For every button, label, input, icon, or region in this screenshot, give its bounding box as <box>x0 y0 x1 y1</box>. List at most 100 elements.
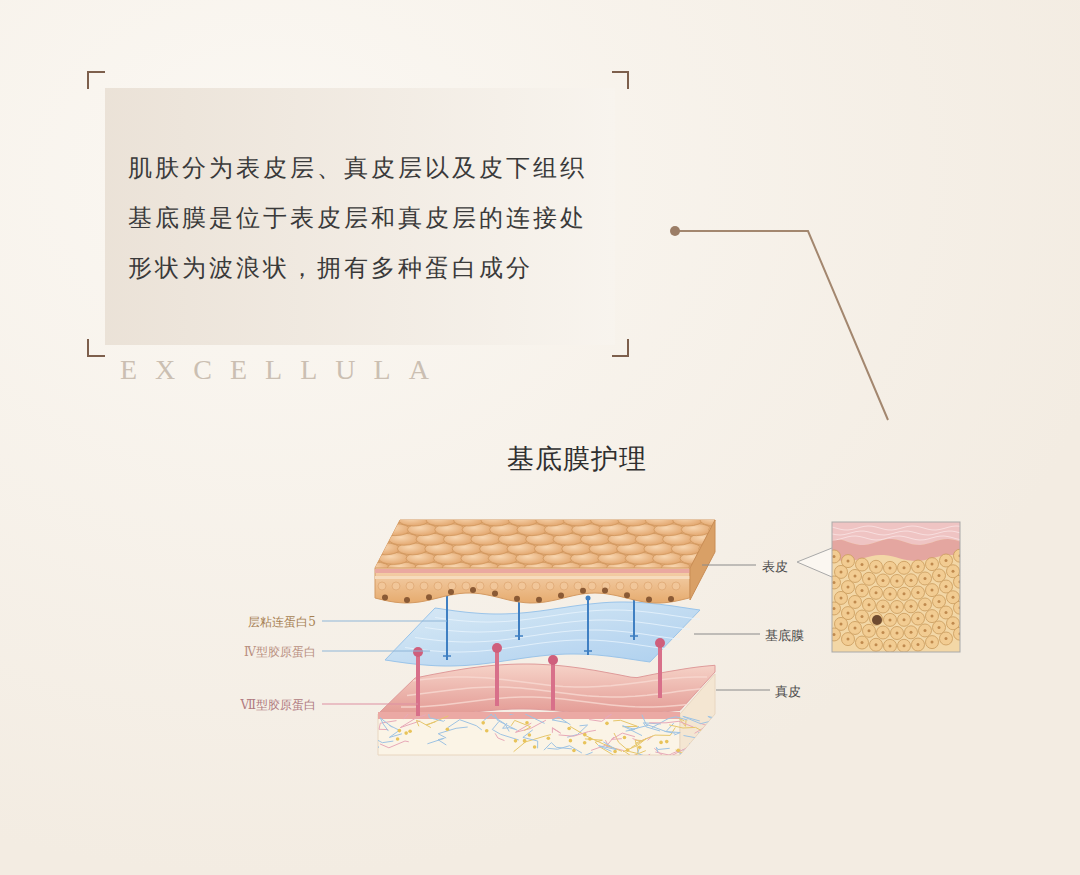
epidermis-cell <box>392 582 400 590</box>
inset-nucleus <box>875 591 878 594</box>
inset-cell <box>856 636 869 649</box>
fiber <box>703 720 719 730</box>
label-leader <box>702 565 756 566</box>
inset-nucleus <box>854 574 857 577</box>
epidermis-cell <box>434 582 442 590</box>
inset-cell <box>884 561 897 574</box>
fiber-node <box>626 748 630 752</box>
part-label: 真皮 <box>775 684 801 699</box>
fiber <box>613 720 637 726</box>
inset-nucleus <box>924 629 927 632</box>
inset-nucleus <box>938 600 941 603</box>
collagen-vii-post <box>551 660 555 710</box>
inset-cell <box>884 587 897 600</box>
laminin-line <box>633 596 635 640</box>
inset-cell <box>933 595 946 608</box>
inset-cell <box>919 624 932 637</box>
inset-cell <box>884 639 897 652</box>
fiber <box>438 727 468 738</box>
inset-cell <box>926 584 939 597</box>
collagen-vii-head <box>413 647 423 657</box>
part-label: Ⅳ型胶原蛋白 <box>244 645 316 659</box>
inset-cell <box>877 600 890 613</box>
membrane-streak <box>405 640 670 652</box>
fiber <box>429 712 445 721</box>
inset-nucleus <box>868 603 871 606</box>
inset-nucleus <box>882 631 885 634</box>
inset-nucleus <box>945 611 948 614</box>
fiber-node <box>588 737 592 741</box>
epidermis-cell <box>420 582 428 590</box>
inset-nucleus <box>833 633 836 636</box>
inset-nucleus <box>910 605 913 608</box>
fiber-node <box>583 741 587 745</box>
fiber-node <box>528 733 532 737</box>
inset-cell <box>870 612 883 625</box>
inset-nucleus <box>840 570 843 573</box>
dermis-surface <box>380 664 715 715</box>
collagen-vii-post <box>658 643 662 698</box>
basal-cell <box>448 589 454 595</box>
fiber <box>416 720 431 727</box>
fiber-node <box>659 741 663 745</box>
inset-cell <box>905 626 918 639</box>
inset-nucleus <box>840 622 843 625</box>
dermis-side <box>680 674 715 755</box>
membrane-streak <box>435 610 700 622</box>
leader-dot <box>670 226 680 236</box>
fiber <box>547 746 582 753</box>
inset-zoom <box>832 522 960 652</box>
inset-nucleus <box>861 563 864 566</box>
fiber <box>561 752 593 773</box>
inset-ground <box>832 522 960 652</box>
epidermis-front <box>375 568 690 603</box>
inset-nucleus <box>938 626 941 629</box>
skin-cell <box>453 514 483 526</box>
label-wrap: Ⅶ型胶原蛋白 <box>241 696 317 713</box>
laminin-bar <box>443 655 451 657</box>
inset-wave <box>832 531 960 535</box>
panel-text: 肌肤分为表皮层、真皮层以及皮下组织 <box>128 143 587 193</box>
inset-nucleus <box>868 629 871 632</box>
inset-cell <box>884 613 897 626</box>
label-leader <box>322 704 418 705</box>
skin-cell <box>563 514 593 526</box>
fiber <box>404 708 426 719</box>
inset-nucleus <box>917 617 920 620</box>
inset-nucleus <box>833 555 836 558</box>
label-leader <box>694 634 760 635</box>
basal-cell <box>514 596 520 602</box>
inset-nucleus <box>896 605 899 608</box>
skin-cell <box>618 514 648 526</box>
fiber <box>589 714 612 721</box>
inset-cell <box>832 576 841 589</box>
inset-nucleus <box>861 589 864 592</box>
inset-frame <box>832 522 960 652</box>
fiber-node <box>676 749 680 753</box>
text-panel: 肌肤分为表皮层、真皮层以及皮下组织基底膜是位于表皮层和真皮层的连接处形状为波浪状… <box>105 88 615 345</box>
laminin-line <box>446 592 448 660</box>
fiber-node <box>485 729 489 733</box>
epidermis-cell <box>658 582 666 590</box>
inset-cell <box>832 628 841 641</box>
label-leader <box>322 651 430 652</box>
inset-cell <box>832 602 841 615</box>
watermark: EXCELLULA <box>120 354 447 385</box>
inset-cell <box>954 627 961 640</box>
inset-nucleus <box>889 566 892 569</box>
dermis-wave <box>401 697 695 707</box>
inset-cell <box>877 626 890 639</box>
inset-nucleus <box>931 589 934 592</box>
skin-cell <box>717 533 747 545</box>
inset-dark-cell <box>872 615 882 625</box>
fiber-node <box>569 739 573 743</box>
fiber-node <box>623 736 627 740</box>
fiber-node <box>613 750 617 754</box>
label-wrap: 层粘连蛋白5 <box>248 613 316 630</box>
inset-nucleus <box>833 607 836 610</box>
label-leader <box>716 690 770 691</box>
label-wrap: EXCELLULA <box>120 352 447 392</box>
collagen-vii-head <box>492 643 502 653</box>
fiber <box>684 736 704 743</box>
